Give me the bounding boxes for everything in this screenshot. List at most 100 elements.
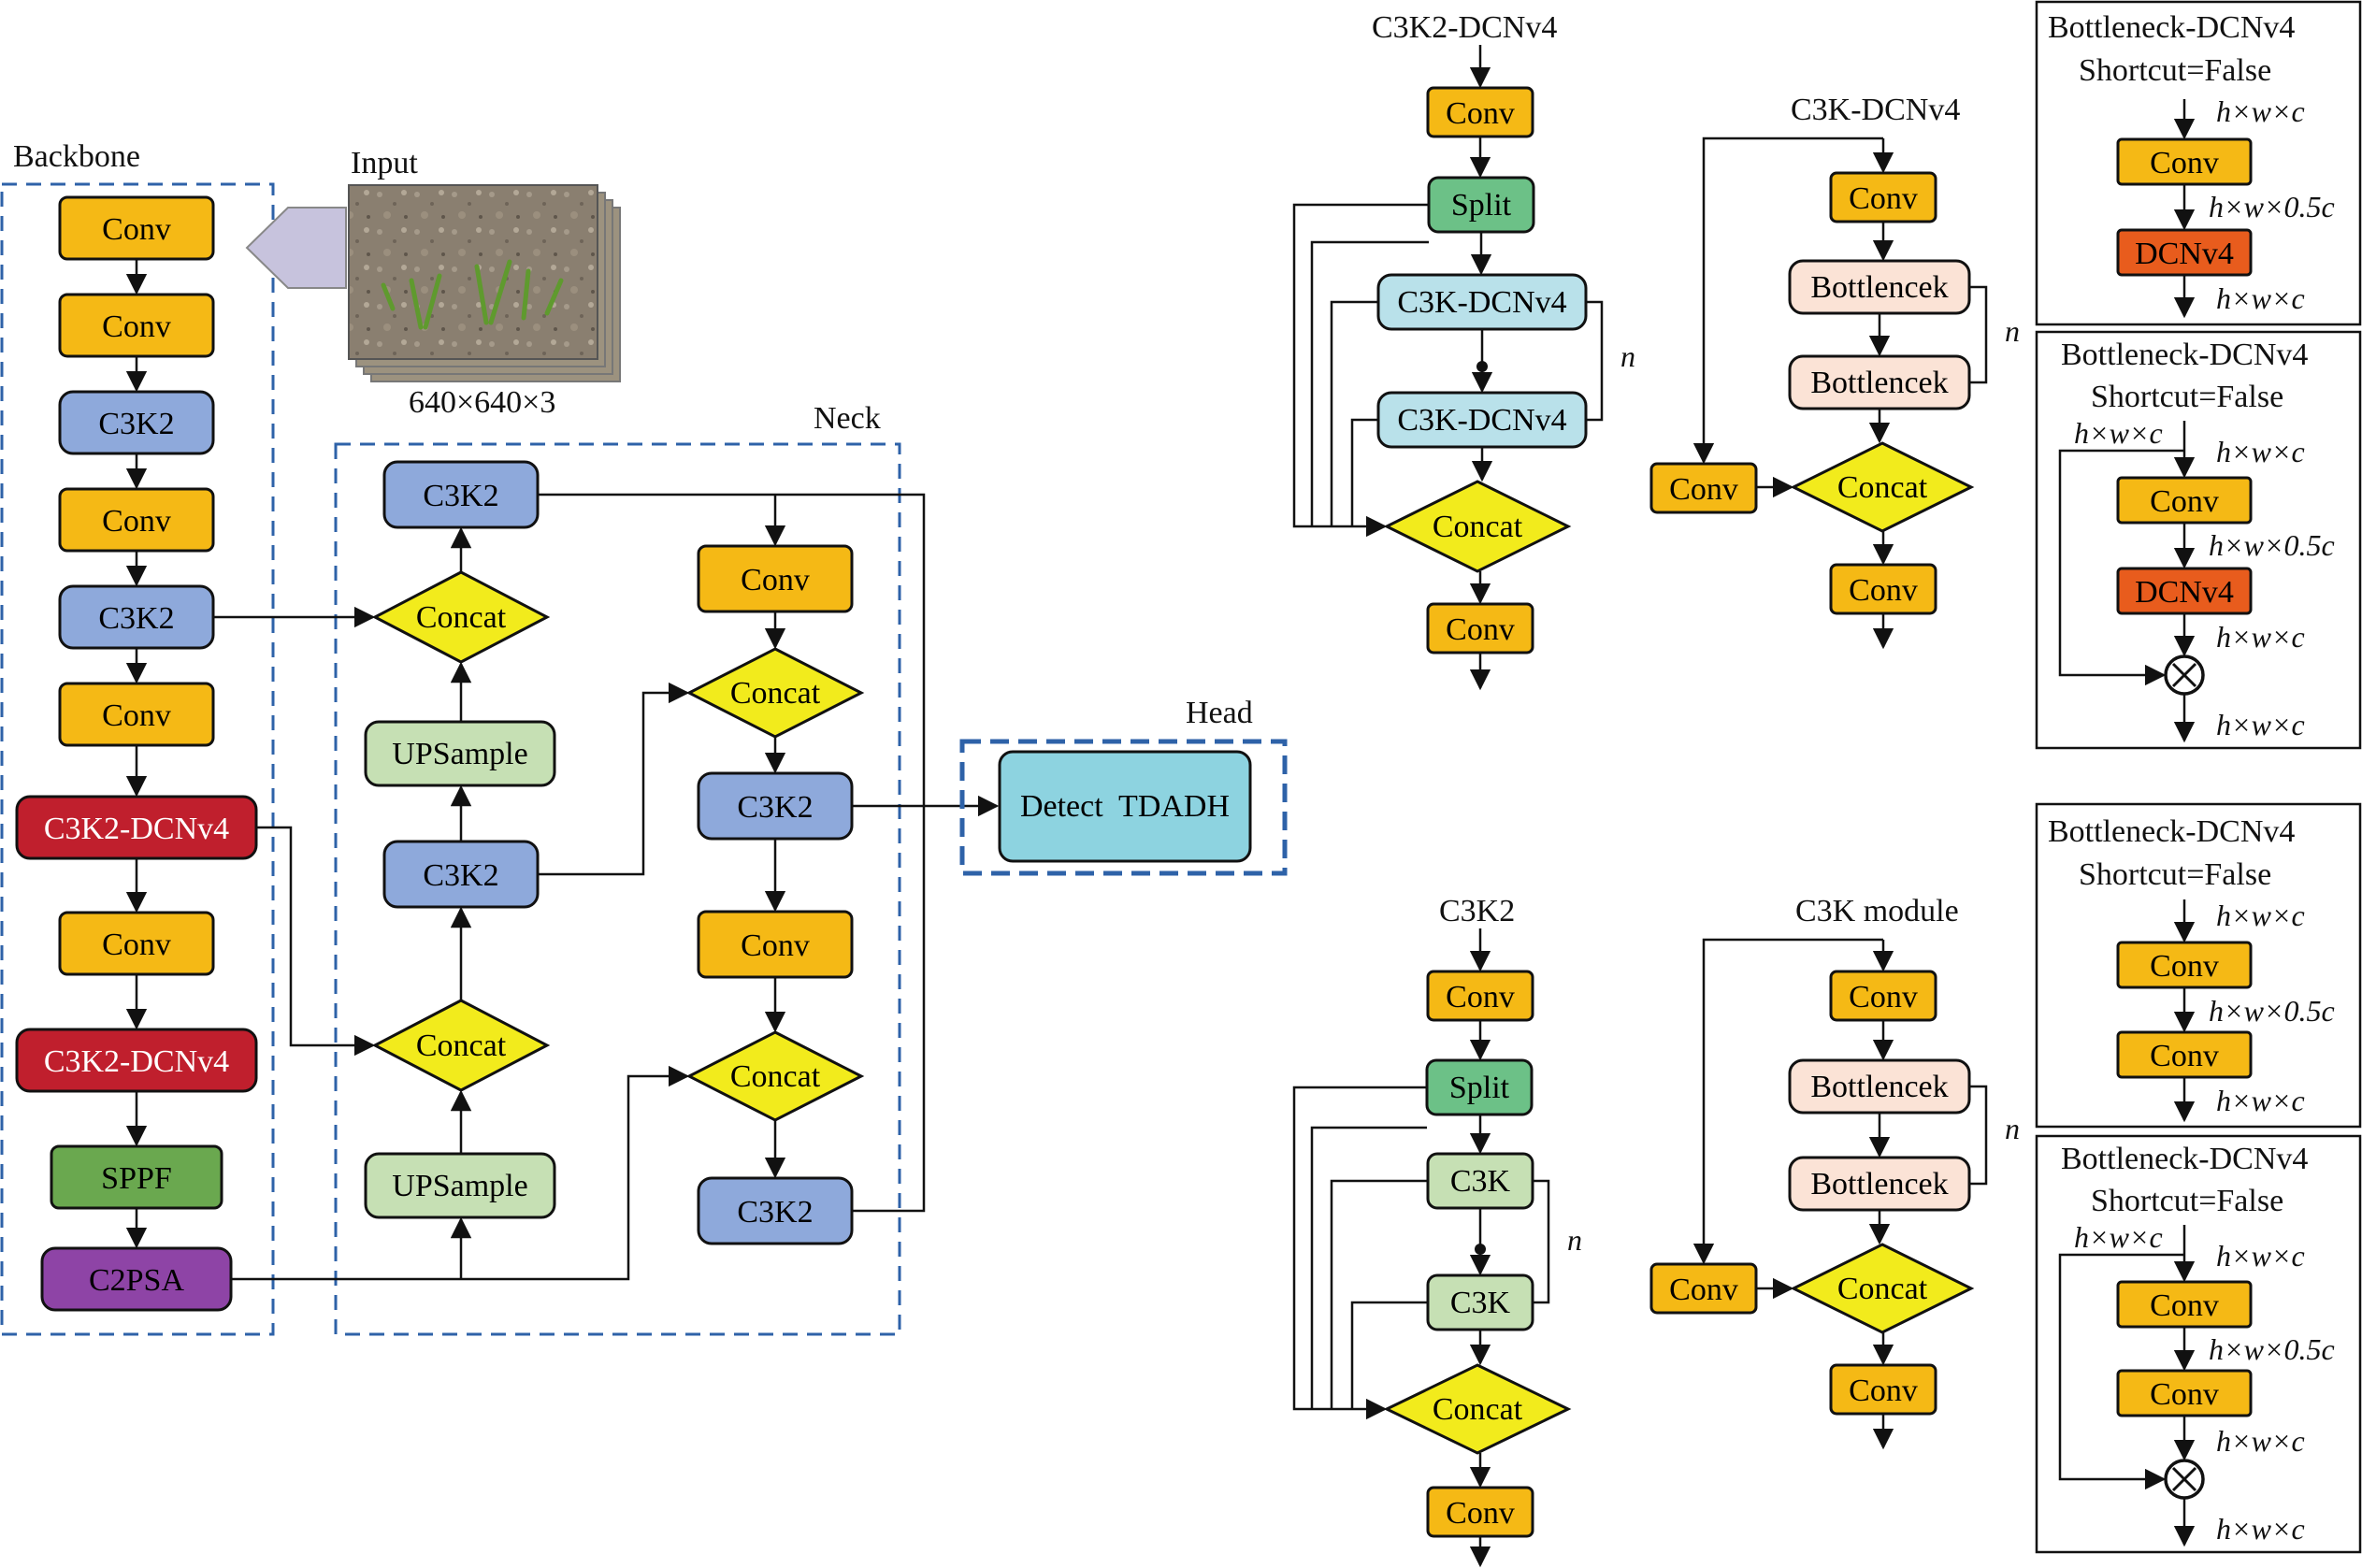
head-title: Head <box>1186 696 1253 730</box>
neck-c3k2-top-label: C3K2 <box>423 479 498 513</box>
neck-c3k2-mid-label: C3K2 <box>423 858 498 893</box>
c3k-module-conv-top-label: Conv <box>1849 980 1918 1014</box>
bottleneck-panel-2-op2-label: DCNv4 <box>2135 575 2234 610</box>
bottleneck-panel-3-op2-label: Conv <box>2150 1039 2219 1073</box>
bottleneck-panel-4-dim-mid: h×w×0.5c <box>2209 1332 2335 1366</box>
backbone-c3k2-2-label: C3K2 <box>98 601 174 636</box>
neck-concat-1-label: Concat <box>416 600 507 635</box>
bottleneck-panel-2-dim-mid: h×w×0.5c <box>2209 528 2335 562</box>
c3k-dcnv4-conv-top-label: Conv <box>1849 181 1918 216</box>
backbone-frame <box>0 182 275 1336</box>
bottleneck-panel-4-op1-label: Conv <box>2150 1288 2219 1323</box>
neck-concat-4-label: Concat <box>730 1059 821 1094</box>
neck-frame <box>334 442 901 1336</box>
c3k-module-b2-label: Bottlencek <box>1810 1167 1948 1201</box>
backbone-c3k2-1-label: C3K2 <box>98 407 174 441</box>
c3k2-block-concat-label: Concat <box>1433 1392 1523 1427</box>
bottleneck-panel-4-op2-label: Conv <box>2150 1377 2219 1412</box>
bottleneck-panel-3-dim-mid: h×w×0.5c <box>2209 994 2335 1028</box>
bottleneck-panel-4-dim-out: h×w×c <box>2216 1512 2305 1546</box>
bottleneck-panel-3-op1-label: Conv <box>2150 949 2219 984</box>
c3k2-block-title: C3K2 <box>1439 894 1515 928</box>
bottleneck-panel-3-dim-out: h×w×c <box>2216 1084 2305 1117</box>
bottleneck-panel-4-shortcut: Shortcut=False <box>2091 1184 2283 1218</box>
backbone-c3k2-dcnv4-1-label: C3K2-DCNv4 <box>44 812 229 846</box>
neck-title: Neck <box>814 401 881 436</box>
bottleneck-panel-2-dim-add: h×w×c <box>2216 620 2305 654</box>
c3k2-block-conv-in-label: Conv <box>1446 980 1515 1014</box>
c3k2-dcnv4-dot <box>1476 361 1488 372</box>
c3k2-dcnv4-split-label: Split <box>1451 188 1512 223</box>
bottleneck-panel-2-dim-in: h×w×c <box>2216 435 2305 468</box>
c3k2-dcnv4-n: n <box>1620 339 1635 373</box>
bottleneck-panel-4-dim-side: h×w×c <box>2074 1220 2163 1254</box>
c3k2-dcnv4-conv-in-label: Conv <box>1446 96 1515 131</box>
backbone-conv-2-label: Conv <box>102 309 171 344</box>
input-title: Input <box>351 146 418 180</box>
c3k-module-concat-label: Concat <box>1837 1272 1928 1306</box>
c3k2-dcnv4-concat <box>1383 480 1572 573</box>
bottleneck-panel-1-dim-mid: h×w×0.5c <box>2209 190 2335 223</box>
bottleneck-panel-1-dim-out: h×w×c <box>2216 281 2305 315</box>
backbone-conv-4-label: Conv <box>102 698 171 733</box>
c3k2-block-conv-out-label: Conv <box>1446 1496 1515 1531</box>
backbone-title: Backbone <box>13 139 140 174</box>
backbone-c3k2-dcnv4-2-label: C3K2-DCNv4 <box>44 1044 229 1079</box>
neck-concat-2-label: Concat <box>416 1029 507 1063</box>
c3k2-dcnv4-m2-label: C3K-DCNv4 <box>1397 403 1566 438</box>
c3k-module-conv-out-label: Conv <box>1849 1374 1918 1408</box>
bottleneck-panel-2-dim-out: h×w×c <box>2216 708 2305 741</box>
neck-upsample-2-label: UPSample <box>392 1169 527 1203</box>
head-detect-label: Detect TDADH <box>1020 789 1230 824</box>
c3k2-block-m2-label: C3K <box>1450 1286 1511 1320</box>
bottleneck-panel-4-add-cross <box>2171 1466 2197 1492</box>
c3k2-block-m1-label: C3K <box>1450 1164 1511 1199</box>
backbone-c2psa-label: C2PSA <box>89 1263 184 1298</box>
bottleneck-panel-1-op1-label: Conv <box>2150 146 2219 180</box>
neck-upsample-1-label: UPSample <box>392 737 527 771</box>
backbone-sppf-label: SPPF <box>101 1161 172 1196</box>
neck-c3k2-b-label: C3K2 <box>737 1195 813 1230</box>
c3k-module-title: C3K module <box>1795 894 1959 928</box>
bottleneck-panel-3-dim-in: h×w×c <box>2216 899 2305 932</box>
c3k-module-conv-side-label: Conv <box>1669 1273 1738 1307</box>
bottleneck-panel-2-op1-label: Conv <box>2150 484 2219 519</box>
c3k2-block-split-label: Split <box>1449 1071 1510 1105</box>
c3k2-block-concat <box>1383 1363 1572 1455</box>
bottleneck-panel-1-title: Bottleneck-DCNv4 <box>2048 10 2295 45</box>
head-frame <box>959 739 1288 876</box>
c3k-dcnv4-conv-side-label: Conv <box>1669 472 1738 507</box>
neck-conv-1-label: Conv <box>741 563 810 597</box>
c3k2-dcnv4-title: C3K2-DCNv4 <box>1372 10 1557 45</box>
input-image-stack <box>348 184 621 382</box>
backbone-conv-5-label: Conv <box>102 928 171 962</box>
bottleneck-panel-3-shortcut: Shortcut=False <box>2079 857 2271 892</box>
c3k-dcnv4-concat-label: Concat <box>1837 470 1928 505</box>
c3k-dcnv4-title: C3K-DCNv4 <box>1791 93 1960 127</box>
bottleneck-panel-4-arrows <box>2058 1225 2196 1547</box>
backbone-conv-1-label: Conv <box>102 212 171 247</box>
bottleneck-panel-4-title: Bottleneck-DCNv4 <box>2061 1142 2308 1176</box>
c3k-dcnv4-b2-label: Bottlencek <box>1810 366 1948 400</box>
backbone-conv-3-label: Conv <box>102 504 171 539</box>
c3k-module-n: n <box>2005 1112 2020 1145</box>
c3k2-block-n: n <box>1567 1223 1582 1257</box>
input-size: 640×640×3 <box>409 385 555 420</box>
bottleneck-panel-2-arrows <box>2058 421 2196 743</box>
bottleneck-panel-2-dim-side: h×w×c <box>2074 416 2163 450</box>
c3k-dcnv4-b1-label: Bottlencek <box>1810 270 1948 305</box>
c3k-dcnv4-connectors <box>1692 137 1988 650</box>
c3k2-dcnv4-m1-label: C3K-DCNv4 <box>1397 285 1566 320</box>
bottleneck-panel-4-dim-in: h×w×c <box>2216 1239 2305 1273</box>
neck-c3k2-a-label: C3K2 <box>737 790 813 825</box>
c3k2-block-dot <box>1475 1244 1486 1255</box>
bottleneck-panel-1-shortcut: Shortcut=False <box>2079 53 2271 88</box>
c3k2-dcnv4-conv-out-label: Conv <box>1446 612 1515 647</box>
bottleneck-panel-2-title: Bottleneck-DCNv4 <box>2061 338 2308 372</box>
c3k-dcnv4-conv-out-label: Conv <box>1849 573 1918 608</box>
head-detect <box>998 750 1252 863</box>
input-arrow <box>245 207 347 289</box>
bottleneck-panel-4-dim-add: h×w×c <box>2216 1424 2305 1458</box>
bottleneck-panel-1-dim-in: h×w×c <box>2216 94 2305 128</box>
